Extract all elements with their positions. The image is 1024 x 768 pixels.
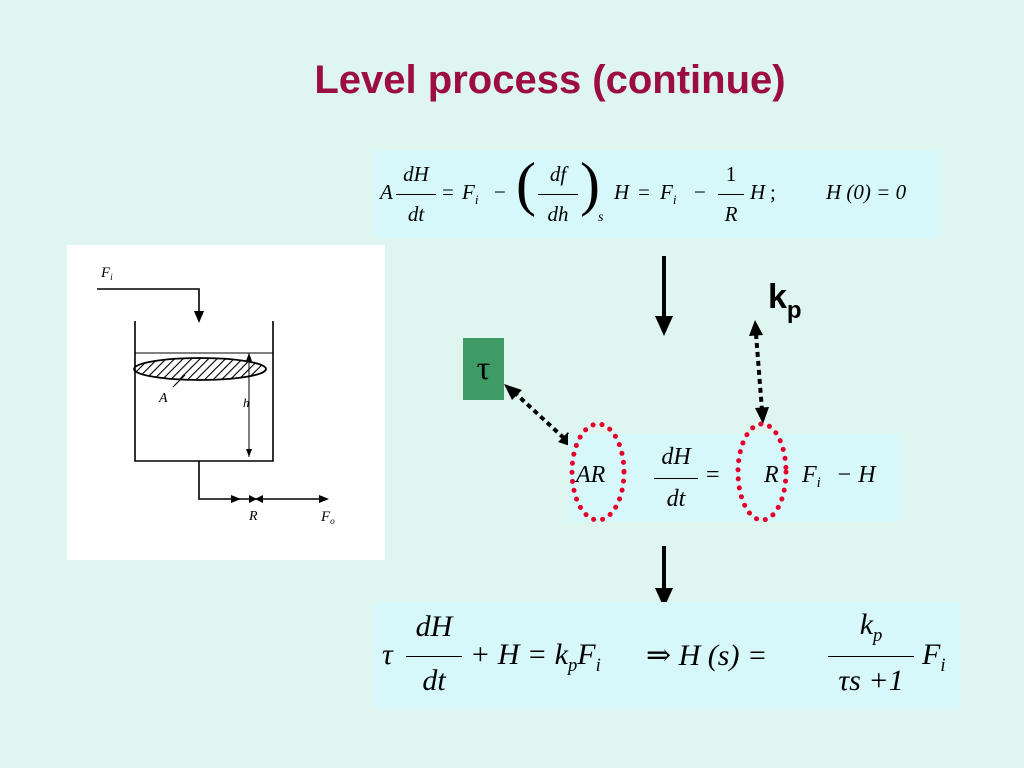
eq1-paren-left: ( [516, 151, 536, 217]
eq3-denominator: τs +1 [838, 664, 904, 697]
eq1-A: A [380, 180, 393, 204]
diagram-label-Fo: Fo [321, 509, 335, 528]
eq3-frac-dHdt: dH dt [406, 610, 462, 702]
tau-link-arrow [512, 390, 568, 442]
eq1-H-2: H [750, 180, 766, 204]
eq1-frac-dHdt: dH dt [396, 162, 436, 228]
diagram-label-h: h [243, 395, 250, 410]
down-arrow-2-icon [655, 588, 673, 608]
inflow-pipe [97, 288, 200, 317]
tau-label-box: τ [463, 338, 504, 400]
diagram-label-R: R [249, 509, 258, 524]
eq2-Fi: Fi [802, 462, 821, 492]
eq1-semicolon: ; [770, 180, 776, 204]
equation-box-3: τ dH dt + H = kpFi ⇒ H (s) = kp τs +1 Fi [374, 602, 960, 708]
eq3-tau: τ [382, 638, 393, 671]
eq1-frac-1R: 1 R [718, 162, 744, 228]
down-arrow-1-icon [655, 316, 673, 336]
inflow-arrow-icon [194, 311, 204, 323]
highlight-circle-R [735, 421, 789, 523]
eq3-Fi: Fi [922, 638, 946, 676]
outflow-pipe [198, 461, 325, 500]
kp-label: kp [768, 278, 802, 324]
diagram-label-A: A [159, 391, 168, 406]
eq1-Fi: Fi [462, 180, 479, 207]
outflow-arrow-icon [319, 495, 329, 503]
diagram-label-Fi: Fi [101, 265, 113, 284]
area-pointer [172, 374, 186, 388]
eq1-frac-dfdh: df dh [538, 162, 578, 228]
tank-diagram: Fi A h R Fo [67, 245, 385, 560]
eq3-plus-H-kp: + H = kpFi [470, 638, 601, 676]
eq2-frac-dHdt: dH dt [654, 444, 698, 514]
equation-box-1: A dH dt = Fi − ( df dh ) s H = Fi − 1 R … [374, 150, 940, 238]
page-title: Level process (continue) [314, 58, 786, 102]
eq2-AR: AR [576, 462, 606, 488]
eq2-equals: = [706, 462, 720, 488]
cross-section-ellipse [133, 357, 267, 381]
eq1-initial-condition: H (0) = 0 [826, 180, 907, 204]
eq1-sub-s: s [598, 210, 604, 225]
eq1-equals: = [442, 180, 454, 204]
eq3-numerator: kp [859, 608, 883, 646]
kp-link-arrow [754, 333, 764, 411]
highlight-circle-AR [569, 421, 627, 523]
eq1-Fi-2: Fi [660, 180, 677, 207]
eq1-H: H [614, 180, 630, 204]
eq3-implies: ⇒ H (s) = [646, 639, 768, 672]
eq1-minus: − [494, 180, 506, 204]
equation-box-2: AR dH dt = R Fi − H [568, 434, 900, 522]
eq1-paren-right: ) [580, 151, 600, 217]
eq3-frac-transfer: kp τs +1 [828, 608, 914, 704]
eq2-R: R [764, 462, 779, 488]
tank-diagram-svg [97, 288, 329, 503]
tank-walls [134, 321, 274, 462]
eq1-minus-2: − [694, 180, 706, 204]
eq1-equals-2: = [638, 180, 650, 204]
eq2-minus-H: − H [836, 462, 876, 488]
